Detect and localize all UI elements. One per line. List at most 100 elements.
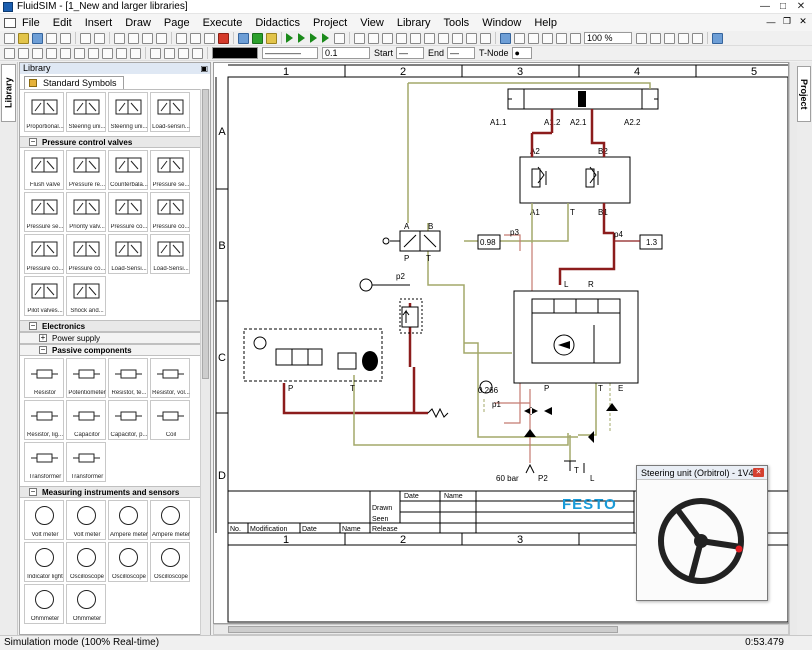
cross-icon[interactable] [192,47,203,59]
menu-project[interactable]: Project [312,16,348,29]
scroll-thumb[interactable] [202,89,209,379]
step-back-icon[interactable] [298,33,305,43]
steering-wheel[interactable] [637,481,767,599]
pause-icon[interactable] [266,32,277,44]
image-icon[interactable] [116,47,127,59]
simulate-icon[interactable] [334,32,345,44]
library-symbol[interactable]: Oscilloscope [108,542,148,582]
relief-valve[interactable] [399,298,423,334]
gauge-p3-display[interactable] [477,234,501,250]
page-icon[interactable] [650,32,661,44]
start-arrow-select[interactable]: — [396,47,425,59]
category-passive-components[interactable]: − Passive components [20,344,201,356]
pilot-line-icon[interactable] [164,47,175,59]
zoom-window-icon[interactable] [542,32,553,44]
library-symbol[interactable]: Resistor, te... [108,358,148,398]
grid-icon[interactable] [636,32,647,44]
library-symbol[interactable]: Resistor, vol... [150,358,190,398]
new-icon[interactable] [4,32,15,44]
library-symbol[interactable]: Capacitor [66,400,106,440]
category-pressure-control[interactable]: − Pressure control valves [20,136,201,148]
library-symbol[interactable]: Flush valve [24,150,64,190]
doc-minimize-icon[interactable]: — [766,16,776,27]
library-symbol[interactable]: Pressure co... [108,192,148,232]
steering-wheel-rim[interactable] [658,498,744,584]
print-icon[interactable] [46,32,57,44]
library-symbol[interactable]: Pressure se... [24,192,64,232]
library-symbol[interactable]: Pressure re... [66,150,106,190]
library-scrollbar[interactable] [200,89,210,635]
library-symbol[interactable]: Proportional... [24,92,64,132]
doc-restore-icon[interactable]: ❐ [782,16,792,26]
maximize-icon[interactable]: □ [779,1,787,12]
scroll-thumb[interactable] [228,626,618,633]
menu-edit[interactable]: Edit [52,16,72,29]
label-icon[interactable] [204,32,215,44]
steering-window-close-icon[interactable]: ✕ [753,468,764,477]
align-left-icon[interactable] [354,32,365,44]
polyline-icon[interactable] [32,47,43,59]
align-bottom-icon[interactable] [424,32,435,44]
play-icon[interactable] [252,32,263,44]
zoom-out-icon[interactable] [528,32,539,44]
menu-file[interactable]: File [22,16,40,29]
library-symbol[interactable]: Volt meter [24,500,64,540]
hydraulic-line-icon[interactable] [150,47,161,59]
menu-execute[interactable]: Execute [202,16,243,29]
menu-insert[interactable]: Insert [84,16,113,29]
save-icon[interactable] [32,32,43,44]
line-width-select[interactable]: 0.1 [322,47,370,59]
library-icon[interactable] [692,32,703,44]
library-symbol[interactable]: Volt meter [66,500,106,540]
project-side-tab[interactable]: Project [797,66,811,122]
rectangle-icon[interactable] [46,47,57,59]
menu-view[interactable]: View [360,16,384,29]
menu-didactics[interactable]: Didactics [255,16,300,29]
align-center-icon[interactable] [368,32,379,44]
library-symbol[interactable]: Load-Sensi... [108,234,148,274]
dimension-icon[interactable] [130,47,141,59]
align-top-icon[interactable] [396,32,407,44]
library-symbol[interactable]: Potentiometer [66,358,106,398]
help-icon[interactable] [712,32,723,44]
menu-window[interactable]: Window [482,16,522,29]
collapse-icon[interactable]: − [29,137,37,146]
library-symbol[interactable]: Steering uni... [108,92,148,132]
library-symbol[interactable]: Pressure se... [150,150,190,190]
window-icon[interactable] [678,32,689,44]
library-symbol[interactable]: Indicator light [24,542,64,582]
paste-icon[interactable] [142,32,153,44]
library-symbol[interactable]: Pilot valves... [24,276,64,316]
end-arrow-select[interactable]: — [447,47,476,59]
library-symbol[interactable]: Shock and... [66,276,106,316]
zoom-select[interactable]: 100 % [584,32,632,44]
pressure-gauge-p2[interactable] [359,278,410,292]
drawing-vertical-scrollbar[interactable] [789,62,797,635]
ellipse-icon[interactable] [60,47,71,59]
pressure-gauge-p1[interactable] [479,380,493,394]
mirror-icon[interactable] [452,32,463,44]
properties-icon[interactable] [664,32,675,44]
collapse-icon[interactable]: − [29,487,37,496]
library-symbol[interactable]: Priority valv... [66,192,106,232]
library-symbol[interactable]: Load-sensin... [150,92,190,132]
line-icon[interactable] [18,47,29,59]
library-symbol[interactable]: Transformer [66,442,106,482]
redo-icon[interactable] [94,32,105,44]
zoom-previous-icon[interactable] [556,32,567,44]
zoom-fit-icon[interactable] [500,32,511,44]
group-icon[interactable] [466,32,477,44]
step-forward-icon[interactable] [310,33,317,43]
library-symbol[interactable]: Ohmmeter [24,584,64,624]
library-symbol[interactable]: Resistor [24,358,64,398]
menu-page[interactable]: Page [163,16,190,29]
expand-icon[interactable]: + [39,333,47,342]
library-symbol[interactable]: Steering uni... [66,92,106,132]
library-symbol[interactable]: Capacitor, p... [108,400,148,440]
text-icon[interactable] [102,47,113,59]
standard-symbols-tab[interactable]: Standard Symbols [24,76,124,89]
delete-icon[interactable] [156,32,167,44]
library-symbol[interactable]: Oscilloscope [66,542,106,582]
print-preview-icon[interactable] [60,32,71,44]
panel-close-icon[interactable]: ▣ [200,64,208,73]
